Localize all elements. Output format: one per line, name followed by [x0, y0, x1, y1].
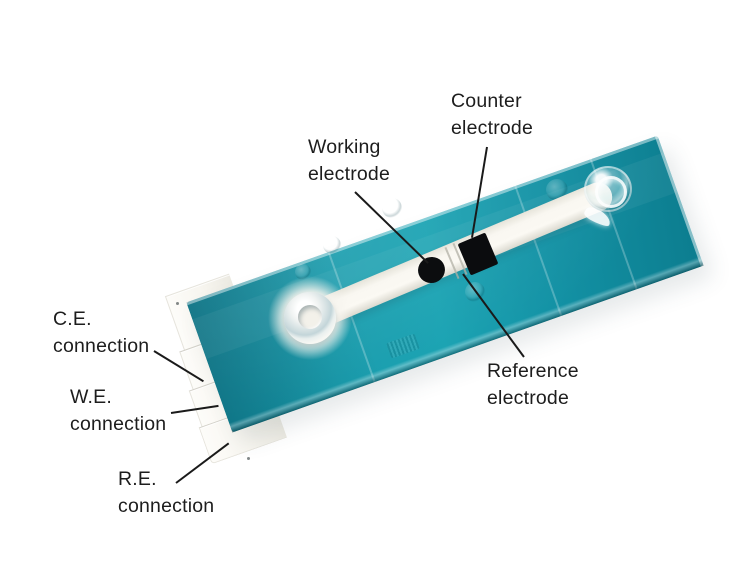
label-line: Counter — [451, 90, 522, 112]
label-line: R.E. — [118, 468, 157, 490]
mold-dimple — [382, 198, 402, 218]
label-working-electrode: Working electrode — [308, 134, 390, 188]
label-reference-electrode: Reference electrode — [487, 358, 579, 412]
dust-speck — [247, 457, 250, 460]
label-line: Working — [308, 136, 381, 158]
label-line: connection — [70, 413, 167, 435]
outlet-well — [584, 166, 632, 212]
label-re-connection: R.E. connection — [118, 466, 214, 520]
mold-dimple — [323, 236, 341, 254]
label-line: electrode — [451, 117, 534, 139]
label-line: electrode — [487, 387, 570, 409]
label-line: C.E. — [53, 308, 92, 330]
label-we-connection: W.E. connection — [70, 384, 166, 438]
dust-speck — [176, 302, 179, 305]
label-line: Reference — [487, 360, 579, 382]
label-ce-connection: C.E. connection — [53, 306, 149, 360]
label-line: connection — [53, 335, 150, 357]
label-counter-electrode: Counter electrode — [451, 88, 533, 142]
inlet-well — [284, 292, 336, 344]
inlet-well-hole — [298, 305, 322, 329]
label-line: electrode — [308, 163, 391, 185]
outlet-well-hole — [595, 176, 627, 208]
label-line: connection — [118, 495, 215, 517]
chip-right-highlight — [654, 135, 704, 267]
label-line: W.E. — [70, 386, 112, 408]
